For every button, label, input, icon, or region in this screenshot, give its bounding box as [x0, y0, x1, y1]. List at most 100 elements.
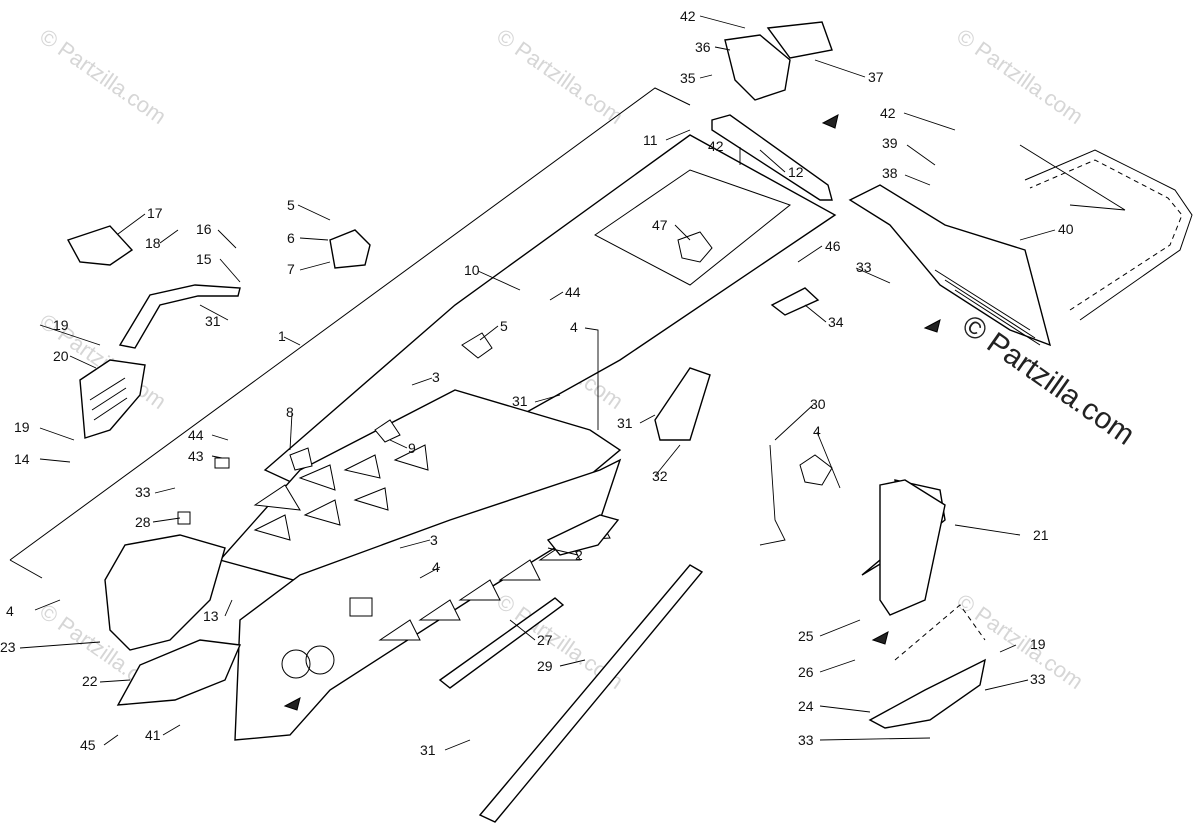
callout-28: 28 [135, 514, 151, 530]
callout-15: 15 [196, 251, 212, 267]
reflector-34 [770, 287, 820, 316]
bumper-leader [1019, 144, 1126, 211]
callout-33: 33 [856, 259, 872, 275]
callout-36: 36 [695, 39, 711, 55]
leader-42 [699, 15, 956, 165]
leader-13 [224, 599, 233, 617]
callout-39: 39 [882, 135, 898, 151]
watermark-text: © Partzilla.com [492, 24, 628, 130]
leader-43 [211, 455, 223, 459]
leader-27 [509, 619, 536, 641]
bracket-9 [374, 419, 401, 443]
callout-2: 2 [575, 547, 583, 563]
leader-6 [299, 237, 329, 241]
leader-19 [39, 324, 1017, 653]
watermark-text-large: © Partzilla.com [956, 309, 1141, 452]
callout-14: 14 [14, 451, 30, 467]
arrow-icon [283, 697, 301, 711]
leader-16 [217, 229, 237, 249]
leader-41 [162, 724, 181, 736]
bracket-7 [329, 229, 371, 269]
leader-22 [99, 679, 131, 683]
callout-25: 25 [798, 628, 814, 644]
callout-32: 32 [652, 468, 668, 484]
bracket-slots [89, 377, 128, 421]
callout-7: 7 [287, 261, 295, 277]
leader-12 [759, 149, 786, 173]
leader-11 [665, 129, 691, 141]
bracket-8 [289, 447, 313, 471]
leader-32 [654, 444, 681, 477]
knob-30 [799, 454, 833, 486]
leader-40 [1019, 229, 1056, 241]
callout-4: 4 [432, 559, 440, 575]
step-22 [116, 639, 242, 706]
arrow-icon [871, 631, 889, 645]
callout-47: 47 [652, 217, 668, 233]
callout-31: 31 [420, 742, 436, 758]
handle-15 [118, 284, 241, 349]
watermark-text: © Partzilla.com [952, 24, 1088, 130]
callout-26: 26 [798, 664, 814, 680]
callout-35: 35 [680, 70, 696, 86]
side-hole [305, 645, 335, 675]
leader-18 [159, 229, 179, 244]
tether-30 [759, 444, 786, 546]
callout-46: 46 [825, 238, 841, 254]
callout-44: 44 [565, 284, 581, 300]
callout-16: 16 [196, 221, 212, 237]
leader-35 [699, 74, 713, 79]
callout-12: 12 [788, 164, 804, 180]
leader-24 [819, 705, 871, 713]
callout-40: 40 [1058, 221, 1074, 237]
leader-14 [39, 458, 71, 463]
step-dashed [894, 604, 986, 661]
side-window [349, 597, 373, 617]
middle-components [289, 229, 833, 823]
callout-33: 33 [798, 732, 814, 748]
leader-9 [389, 439, 408, 449]
leader-36 [714, 46, 731, 51]
clamp-43 [214, 457, 230, 469]
callout-13: 13 [203, 608, 219, 624]
leader-3 [399, 377, 433, 549]
callout-10: 10 [464, 262, 480, 278]
callout-31: 31 [617, 415, 633, 431]
leader-30 [774, 404, 814, 441]
callout-22: 22 [82, 673, 98, 689]
leader-25 [819, 619, 861, 637]
callout-3: 3 [430, 532, 438, 548]
leader-17 [117, 213, 146, 235]
callout-19: 19 [53, 317, 69, 333]
footrest-25 [879, 479, 946, 616]
rear-components [711, 21, 1193, 347]
callout-21: 21 [1033, 527, 1049, 543]
callout-43: 43 [188, 448, 204, 464]
rear-bar-12 [711, 114, 833, 201]
callout-4: 4 [6, 603, 14, 619]
callout-34: 34 [828, 314, 844, 330]
leader-1 [283, 336, 301, 346]
leader-33 [154, 267, 1029, 741]
callout-33: 33 [1030, 671, 1046, 687]
callout-24: 24 [798, 698, 814, 714]
snow-flap-40 [848, 184, 1052, 347]
arrow-icon [923, 319, 941, 333]
leader-39 [906, 144, 936, 166]
leader-20 [69, 355, 97, 369]
arrow-icon [821, 114, 839, 129]
callout-42: 42 [880, 105, 896, 121]
callout-23: 23 [0, 639, 16, 655]
leader-45 [103, 734, 119, 746]
direction-arrows [283, 114, 941, 711]
leader-5 [297, 204, 499, 341]
callout-labels: 1 2 3 3 4 4 4 4 5 5 6 7 8 9 10 11 12 13 … [0, 8, 1074, 758]
leader-21 [954, 524, 1021, 536]
watermark-text: © Partzilla.com [35, 24, 171, 130]
leader-46 [797, 245, 823, 263]
callout-11: 11 [643, 132, 658, 148]
callout-19: 19 [1030, 636, 1046, 652]
callout-4: 4 [813, 423, 821, 439]
runner-29 [478, 564, 704, 823]
